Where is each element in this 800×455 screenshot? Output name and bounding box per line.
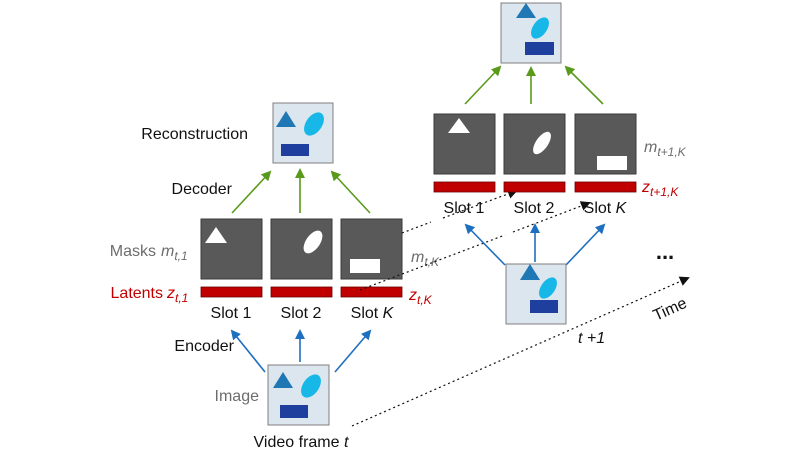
- rectangle-shape: [350, 259, 380, 273]
- image-label: Image: [215, 388, 260, 405]
- slot-label-t1-k: Slot K: [584, 200, 628, 217]
- mask-symbol: m: [161, 243, 174, 260]
- latent-t-slot-k: [340, 286, 403, 298]
- rectangle-shape: [597, 156, 627, 170]
- rectangle-shape: [281, 144, 309, 156]
- ellipse-shape: [539, 277, 557, 299]
- mask-t1-slot-k: [574, 113, 637, 175]
- triangle-shape: [276, 111, 296, 127]
- encoder-arrow-3: [334, 329, 372, 373]
- latent-t1-slot-2: [503, 181, 566, 193]
- decoder-label: Decoder: [172, 181, 233, 198]
- slot-label-t1-2: Slot 2: [514, 200, 555, 217]
- latent-transition-line-a: [359, 234, 506, 291]
- latent-t-slot-2: [270, 286, 333, 298]
- mask-t1-slot-2: [503, 113, 566, 175]
- latent-t-slot-1: [200, 286, 263, 298]
- ellipse-shape: [304, 112, 324, 136]
- t-plus-1-label: t +1: [578, 330, 605, 347]
- ellipsis-label: ...: [656, 239, 674, 264]
- decoder-arrow-t1-1: [464, 65, 502, 105]
- latent-subscript: t,1: [175, 291, 188, 305]
- reconstruction-image-t1: [500, 2, 562, 64]
- ellipse-shape: [533, 131, 551, 155]
- latent-t1k-symbol: zt+1,K: [641, 179, 679, 199]
- slot-label-t1-1: Slot 1: [444, 200, 485, 217]
- mask-t1-symbol: mt,1: [161, 243, 188, 263]
- rectangle-shape: [530, 300, 558, 313]
- mask-t-slot-2: [270, 218, 333, 280]
- slot-label-t-k: Slot K: [351, 305, 395, 322]
- triangle-shape: [205, 227, 227, 243]
- triangle-shape: [516, 3, 536, 18]
- mask-t-slot-k: [340, 218, 403, 280]
- mask-t1k-symbol: mt+1,K: [644, 139, 687, 159]
- decoder-arrow-1: [231, 170, 272, 214]
- ellipse-shape: [303, 230, 323, 254]
- decoder-arrow-t1-3: [564, 65, 604, 105]
- time-arrow: [351, 276, 690, 427]
- slot-label-t-2: Slot 2: [281, 305, 322, 322]
- latent-t1-symbol: zt,1: [166, 285, 188, 305]
- mask-transition-line-a: [401, 221, 432, 234]
- ellipse-shape: [531, 17, 549, 39]
- latent-t1-slot-k: [574, 181, 637, 193]
- mask-subscript: t,1: [174, 249, 187, 263]
- video-frame-t-label: Video frame t: [254, 434, 349, 450]
- mask-t-slot-1: [200, 218, 263, 280]
- input-image-t: [267, 364, 330, 426]
- time-label: Time: [651, 295, 690, 325]
- latent-t1-slot-1: [433, 181, 496, 193]
- mask-t1-slot-1: [433, 113, 496, 175]
- encoder-arrow-t1-3: [565, 223, 606, 266]
- triangle-shape: [448, 118, 470, 133]
- reconstruction-image-t: [272, 102, 334, 164]
- slot-label-t-1: Slot 1: [211, 305, 252, 322]
- input-image-t1: [505, 263, 567, 325]
- encoder-arrow-t1-1: [464, 223, 506, 266]
- mask-tk-symbol: mt,K: [411, 249, 440, 269]
- encoder-arrow-1: [230, 329, 266, 373]
- rectangle-shape: [280, 405, 308, 418]
- decoder-arrow-3: [330, 170, 371, 214]
- triangle-shape: [273, 372, 293, 388]
- latents-label: Latents: [111, 285, 163, 302]
- reconstruction-label: Reconstruction: [141, 126, 248, 143]
- latent-symbol: z: [166, 285, 175, 302]
- latent-transition-line-b: [512, 201, 591, 233]
- masks-label: Masks: [110, 243, 156, 260]
- rectangle-shape: [525, 42, 554, 55]
- encoder-label: Encoder: [174, 338, 234, 355]
- triangle-shape: [520, 264, 540, 280]
- latent-tk-symbol: zt,K: [408, 287, 433, 307]
- ellipse-shape: [301, 374, 321, 398]
